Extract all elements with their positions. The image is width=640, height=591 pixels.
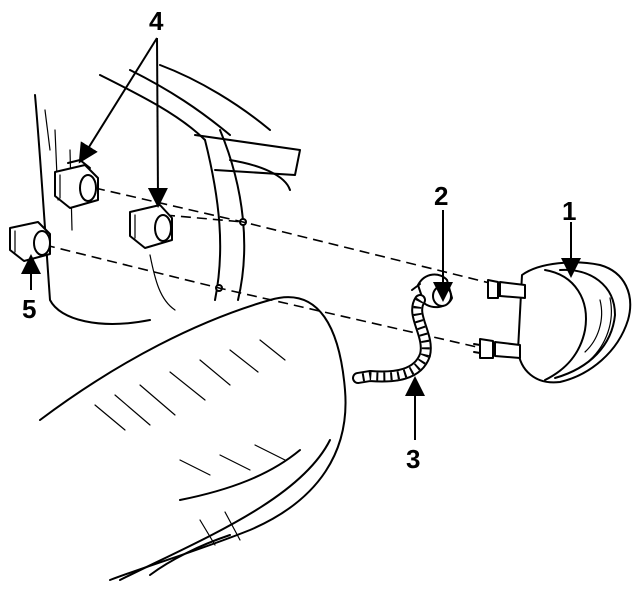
grommet-upper xyxy=(54,159,99,209)
callout-2: 2 xyxy=(434,181,448,211)
side-marker-lamp xyxy=(473,261,632,384)
grommet-lower xyxy=(9,221,51,262)
callout-4: 4 xyxy=(149,6,164,36)
assembly-lines xyxy=(44,187,511,351)
callout-5: 5 xyxy=(22,294,36,324)
grommet-middle xyxy=(129,204,173,249)
quarter-panel xyxy=(34,64,347,581)
wiring-harness xyxy=(352,294,432,384)
callout-1: 1 xyxy=(562,196,576,226)
callout-3: 3 xyxy=(406,444,420,474)
callout-leaders xyxy=(21,37,581,440)
callout-labels: 4 5 2 1 3 xyxy=(22,6,576,474)
